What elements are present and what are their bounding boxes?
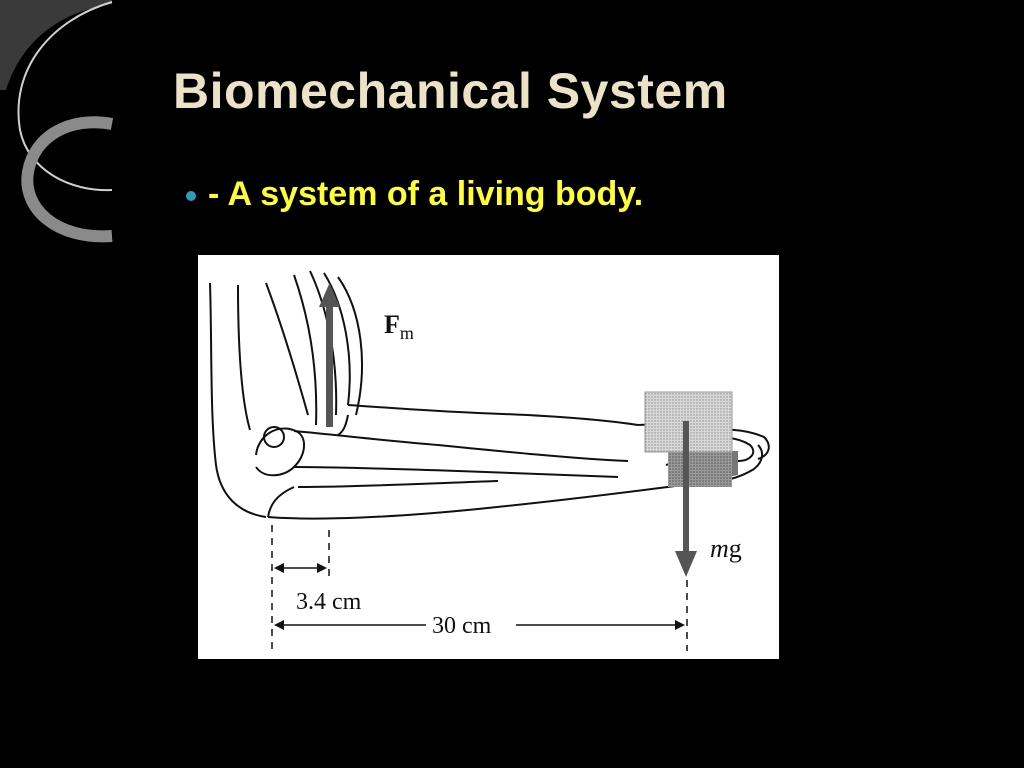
- bullet-text: - A system of a living body.: [208, 175, 644, 213]
- forearm: [267, 404, 719, 520]
- muscle-force-arrow: [319, 283, 340, 427]
- distance-short-label: 3.4 cm: [296, 589, 362, 615]
- arm-diagram: Fm mg 3.4 cm 30 cm: [198, 255, 779, 659]
- elbow-joint: [255, 426, 305, 518]
- dimension-lines: [271, 525, 688, 651]
- weight-force-label: mg: [710, 534, 742, 563]
- weight-force-arrow: [675, 421, 697, 577]
- upper-arm: [209, 270, 363, 518]
- thin-arc: [17, 1, 113, 192]
- bullet-dot-icon: [186, 190, 196, 201]
- muscle-force-label: Fm: [384, 310, 414, 343]
- slide-title: Biomechanical System: [173, 63, 728, 119]
- weight-block-shadow: [668, 452, 732, 487]
- arm-diagram-svg: Fm mg 3.4 cm 30 cm: [209, 270, 770, 651]
- thick-arc: [21, 116, 114, 243]
- distance-long-label: 30 cm: [432, 613, 492, 639]
- corner-shape: [0, 0, 112, 90]
- bullet-item: - A system of a living body.: [186, 175, 643, 214]
- decorative-arcs: [0, 0, 114, 243]
